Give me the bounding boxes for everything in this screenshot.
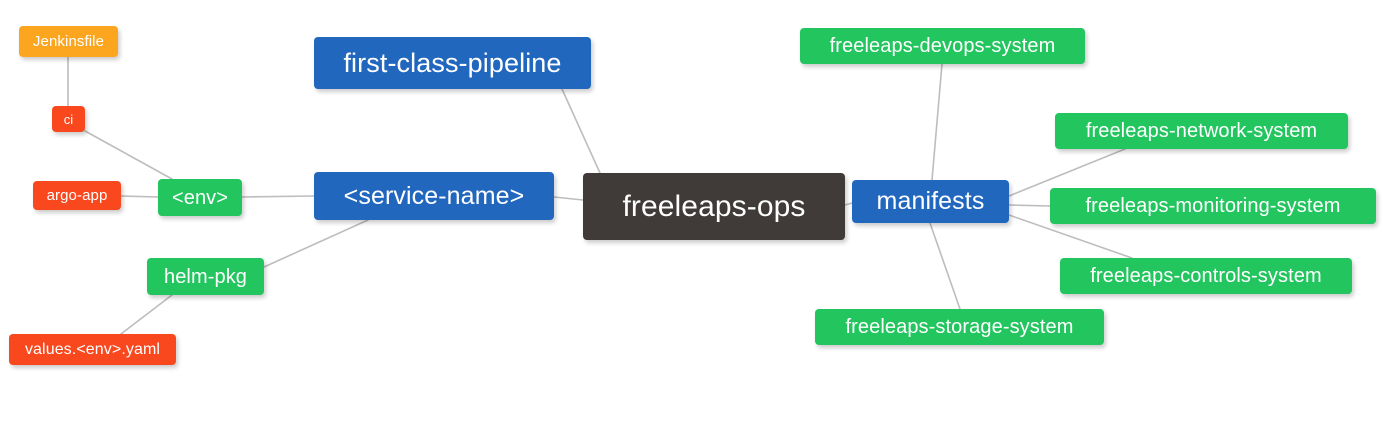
edge-first-class-pipeline-to-freeleaps-ops: [561, 88, 601, 174]
edge-service-name-to-helm-pkg: [263, 219, 369, 268]
mindmap-node-label: argo-app: [46, 187, 108, 204]
mindmap-node-freeleaps-monitoring-system[interactable]: freeleaps-monitoring-system: [1050, 188, 1376, 224]
mindmap-node-freeleaps-network-system[interactable]: freeleaps-network-system: [1055, 113, 1348, 149]
mindmap-node-label: helm-pkg: [163, 265, 248, 288]
mindmap-node-label: manifests: [876, 187, 985, 215]
mindmap-node-freeleaps-devops-system[interactable]: freeleaps-devops-system: [800, 28, 1085, 64]
edge-manifests-to-freeleaps-monitoring-system: [1008, 204, 1051, 207]
mindmap-node-ci[interactable]: ci: [52, 106, 85, 132]
mindmap-node-helm-pkg[interactable]: helm-pkg: [147, 258, 264, 295]
mindmap-node-label: ci: [63, 111, 74, 127]
mindmap-node-label: <env>: [171, 186, 229, 209]
mindmap-node-freeleaps-storage-system[interactable]: freeleaps-storage-system: [815, 309, 1104, 345]
edge-manifests-to-freeleaps-devops-system: [931, 63, 943, 181]
mindmap-node-manifests[interactable]: manifests: [852, 180, 1009, 223]
edge-env-to-service-name: [241, 195, 315, 198]
mindmap-node-label: first-class-pipeline: [343, 47, 562, 78]
mindmap-node-label: freeleaps-monitoring-system: [1085, 195, 1341, 217]
mindmap-node-freeleaps-controls-system[interactable]: freeleaps-controls-system: [1060, 258, 1352, 294]
mindmap-node-argo-app[interactable]: argo-app: [33, 181, 121, 210]
mindmap-node-label: freeleaps-ops: [622, 189, 806, 223]
mindmap-node-label: values.<env>.yaml: [24, 340, 161, 358]
edge-freeleaps-ops-to-manifests: [844, 202, 853, 206]
edge-helm-pkg-to-values-env-yaml: [120, 294, 173, 335]
mindmap-node-freeleaps-ops[interactable]: freeleaps-ops: [583, 173, 845, 240]
mindmap-node-label: freeleaps-controls-system: [1090, 265, 1322, 287]
mindmap-node-label: freeleaps-storage-system: [845, 316, 1074, 338]
mindmap-node-values-env-yaml[interactable]: values.<env>.yaml: [9, 334, 176, 365]
mindmap-node-label: freeleaps-devops-system: [829, 35, 1056, 57]
mindmap-node-label: <service-name>: [343, 181, 525, 210]
mindmap-node-first-class-pipeline[interactable]: first-class-pipeline: [314, 37, 591, 89]
edge-manifests-to-freeleaps-storage-system: [929, 222, 961, 310]
mindmap-node-label: Jenkinsfile: [32, 33, 105, 50]
mindmap-node-label: freeleaps-network-system: [1085, 120, 1318, 142]
edge-ci-to-env: [84, 130, 173, 180]
mindmap-node-env[interactable]: <env>: [158, 179, 242, 216]
edge-service-name-to-freeleaps-ops: [553, 196, 584, 201]
mindmap-node-service-name[interactable]: <service-name>: [314, 172, 554, 220]
edge-argo-app-to-env: [120, 195, 159, 198]
mindmap-node-jenkinsfile[interactable]: Jenkinsfile: [19, 26, 118, 57]
